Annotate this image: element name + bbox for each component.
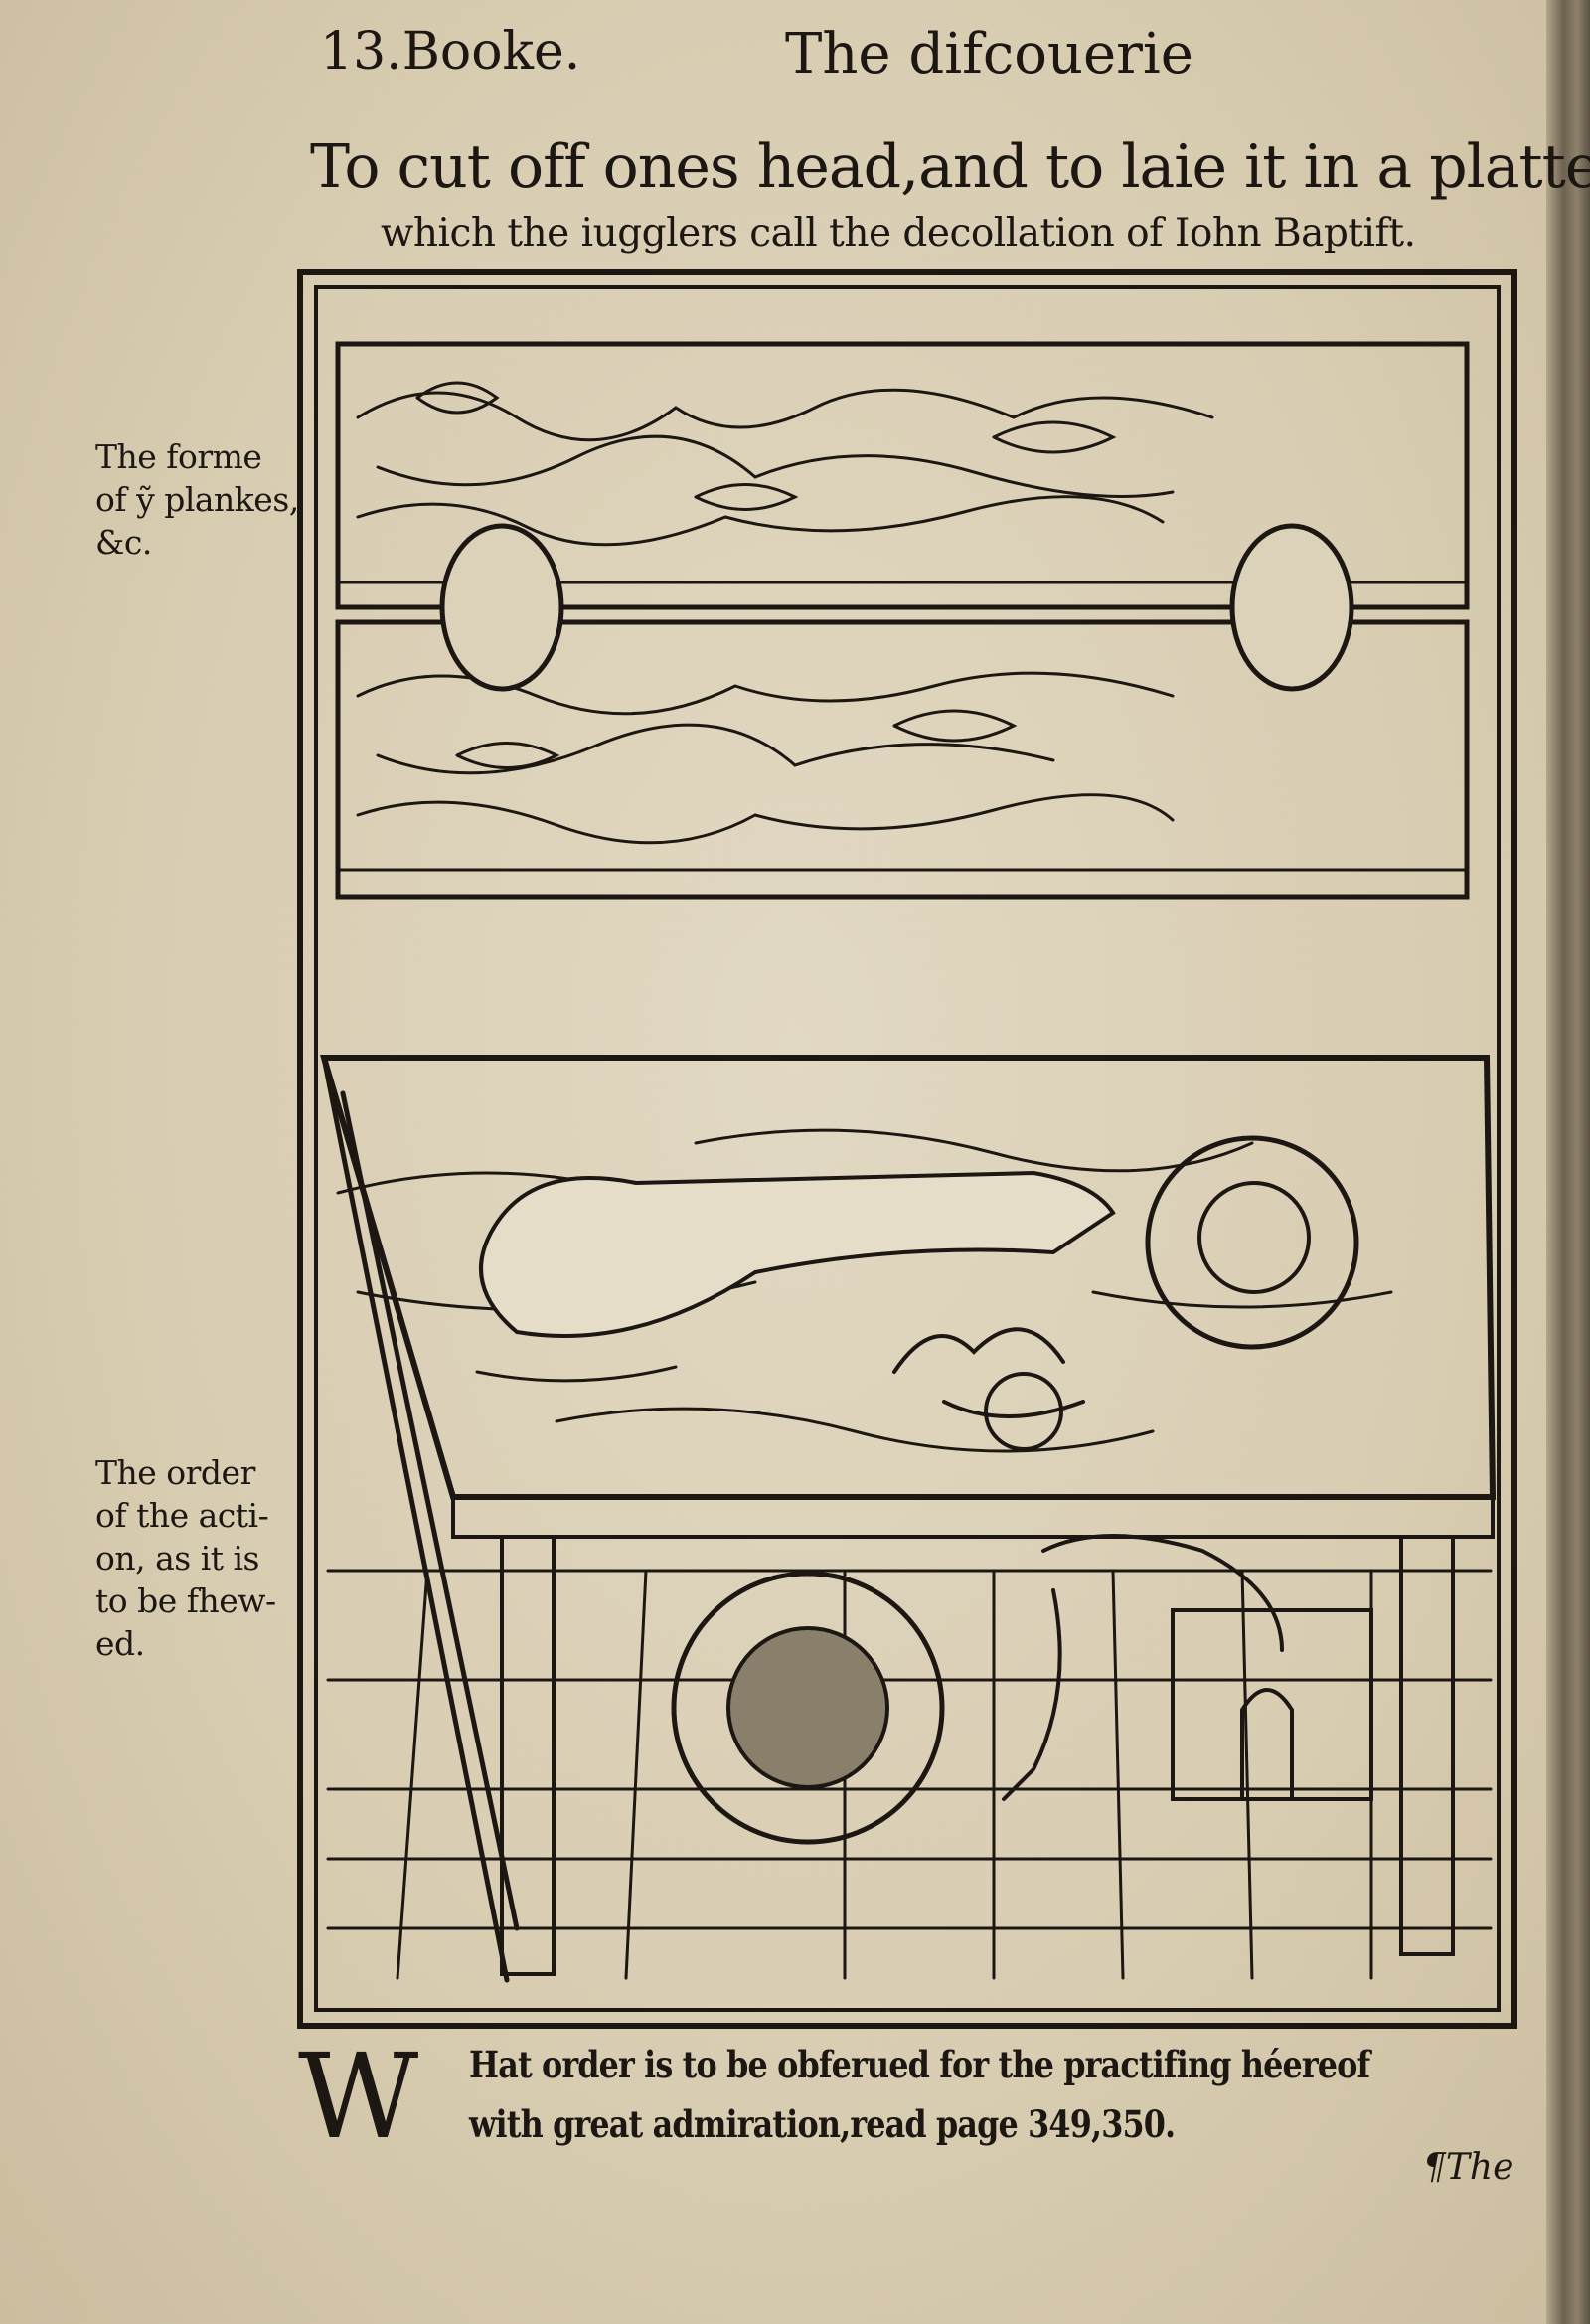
floor-tiles	[326, 1534, 1493, 1980]
note-line: The forme	[95, 437, 262, 476]
neck-hole-left	[439, 523, 564, 692]
running-head-book: 13.Booke.	[320, 22, 581, 82]
neck-hole-right	[1229, 523, 1354, 692]
inner-frame	[314, 285, 1501, 2012]
halo	[1145, 1135, 1359, 1350]
note-line: ed.	[95, 1624, 145, 1663]
book-gutter-edge	[1546, 0, 1590, 2324]
head	[1197, 1181, 1311, 1294]
planks	[335, 341, 1470, 900]
drop-cap: W	[298, 2028, 419, 2165]
note-line: on, as it is	[95, 1539, 259, 1577]
stool	[1171, 1608, 1373, 1801]
margin-note-order: The order of the acti- on, as it is to b…	[95, 1451, 276, 1665]
outer-frame	[297, 269, 1517, 2029]
chapter-heading: To cut off ones head,and to laie it in a…	[310, 132, 1590, 202]
body-text-line: with great admiration,read page 349,350.	[469, 2102, 1176, 2146]
margin-note-planks: The forme of ỹ plankes, &c.	[95, 435, 299, 564]
note-line: of the acti-	[95, 1496, 269, 1535]
note-line: The order	[95, 1453, 255, 1492]
platter	[671, 1571, 945, 1845]
note-line: to be fhew-	[95, 1581, 276, 1620]
note-line: &c.	[95, 523, 152, 562]
chapter-subheading: which the iugglers call the decollation …	[381, 211, 1416, 255]
body-text-line: Hat order is to be obferued for the prac…	[469, 2043, 1370, 2086]
catchword: ¶The	[1423, 2147, 1514, 2188]
running-head-title: The difcouerie	[785, 22, 1193, 86]
table	[319, 1055, 1497, 1983]
note-line: of ỹ plankes,	[95, 480, 299, 519]
